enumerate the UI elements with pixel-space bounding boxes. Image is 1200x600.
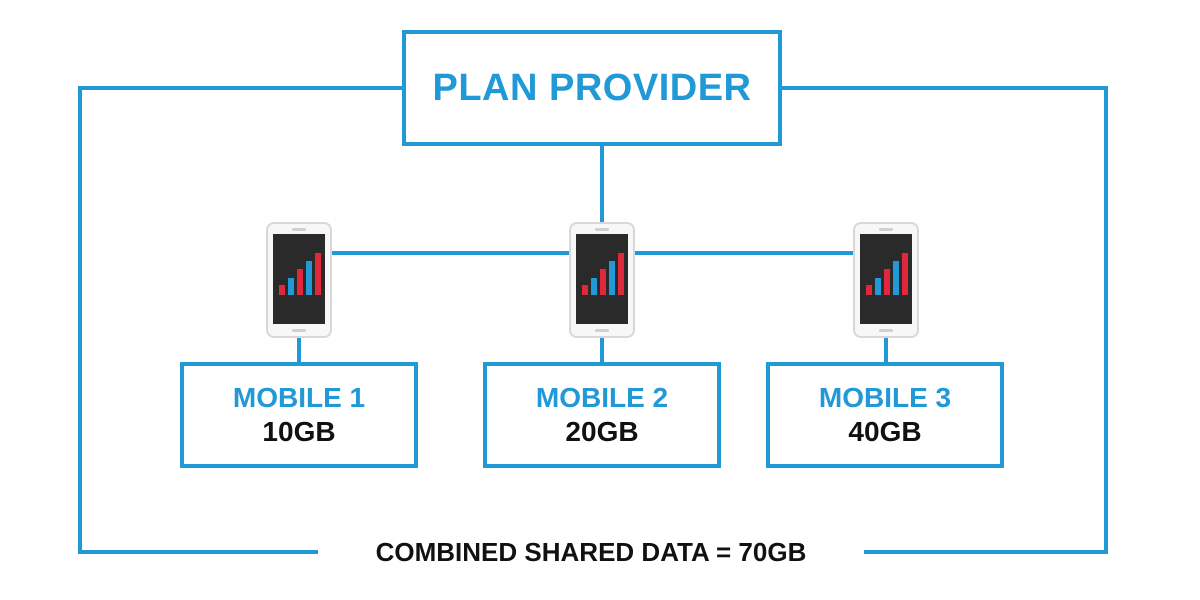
outer-frame-left	[78, 86, 82, 554]
signal-bars-icon	[273, 234, 325, 324]
signal-bar	[279, 285, 285, 295]
phone-speaker	[879, 228, 893, 231]
smartphone-icon	[569, 222, 635, 338]
mobile-1-box: MOBILE 1 10GB	[180, 362, 418, 468]
signal-bar	[902, 253, 908, 295]
mobile-2-name: MOBILE 2	[535, 382, 669, 413]
signal-bar	[893, 261, 899, 295]
mobile-3-data: 40GB	[848, 416, 922, 447]
outer-frame-top-left	[78, 86, 406, 90]
outer-frame-right	[1104, 86, 1108, 554]
signal-bar	[288, 278, 294, 295]
outer-frame-bottom-left	[78, 550, 322, 554]
phone-home-button	[595, 329, 609, 332]
signal-bars-icon	[576, 234, 628, 324]
signal-bar	[609, 261, 615, 295]
signal-bar	[306, 261, 312, 295]
signal-bar	[315, 253, 321, 295]
signal-bar	[618, 253, 624, 295]
phone-home-button	[292, 329, 306, 332]
signal-bar	[866, 285, 872, 295]
phone-home-button	[879, 329, 893, 332]
mobile-3-box: MOBILE 3 40GB	[766, 362, 1004, 468]
phone-speaker	[292, 228, 306, 231]
mobile-1-data: 10GB	[262, 416, 336, 447]
signal-bar	[875, 278, 881, 295]
combined-shared-data-label: COMBINED SHARED DATA = 70GB	[318, 532, 864, 572]
phone-speaker	[595, 228, 609, 231]
signal-bar	[297, 269, 303, 295]
signal-bars-icon	[860, 234, 912, 324]
signal-bar	[884, 269, 890, 295]
smartphone-icon	[266, 222, 332, 338]
mobile-2-data: 20GB	[565, 416, 639, 447]
plan-provider-box: PLAN PROVIDER	[402, 30, 782, 146]
outer-frame-top-right	[778, 86, 1108, 90]
signal-bar	[591, 278, 597, 295]
mobile-2-box: MOBILE 2 20GB	[483, 362, 721, 468]
provider-connector	[600, 144, 604, 224]
outer-frame-bottom-right	[862, 550, 1108, 554]
signal-bar	[600, 269, 606, 295]
plan-provider-title: PLAN PROVIDER	[432, 66, 752, 109]
signal-bar	[582, 285, 588, 295]
phone1-connector	[297, 336, 301, 366]
smartphone-icon	[853, 222, 919, 338]
phone2-connector	[600, 336, 604, 366]
mobile-3-name: MOBILE 3	[818, 382, 952, 413]
mobile-1-name: MOBILE 1	[232, 382, 366, 413]
phone3-connector	[884, 336, 888, 366]
